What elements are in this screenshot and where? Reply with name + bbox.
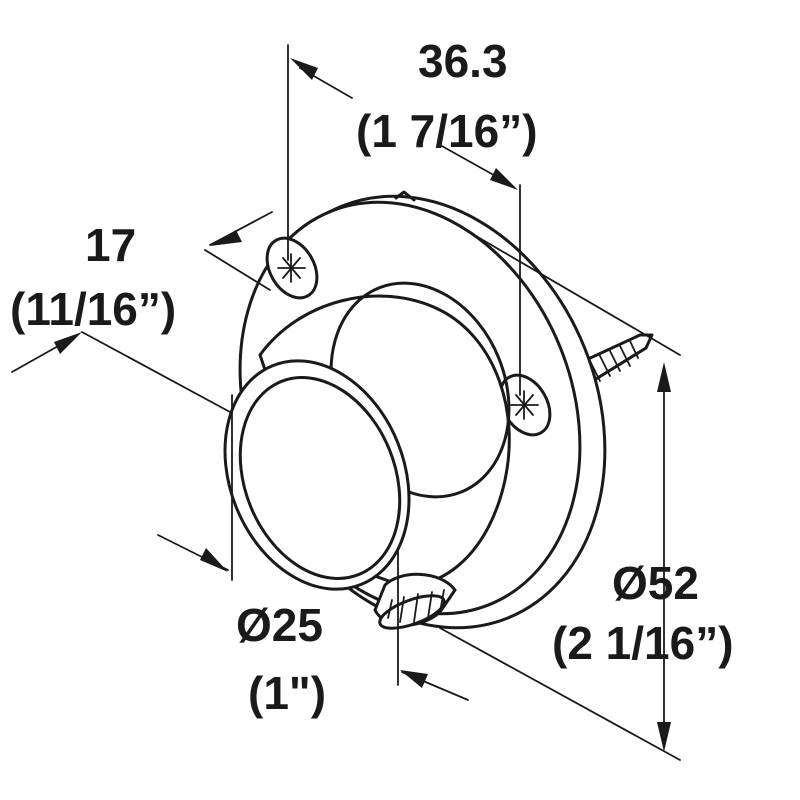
screw-head-top — [265, 236, 319, 300]
thickness-metric-label: 17 — [85, 219, 137, 271]
socket-sleeve — [223, 281, 511, 591]
rod-diameter-metric-label: Ø25 — [236, 599, 323, 651]
depth-metric-label: 36.3 — [418, 35, 508, 87]
screw-head-bottom — [498, 373, 552, 437]
flange-diameter-imperial-label: (2 1/16”) — [552, 617, 734, 669]
flange-diameter-metric-label: Ø52 — [612, 557, 699, 609]
rod-diameter-imperial-label: (1") — [248, 667, 327, 719]
set-screw — [373, 572, 457, 630]
thickness-imperial-label: (11/16”) — [10, 283, 177, 335]
depth-imperial-label: (1 7/16”) — [356, 105, 538, 157]
dimension-lines — [11, 44, 681, 761]
